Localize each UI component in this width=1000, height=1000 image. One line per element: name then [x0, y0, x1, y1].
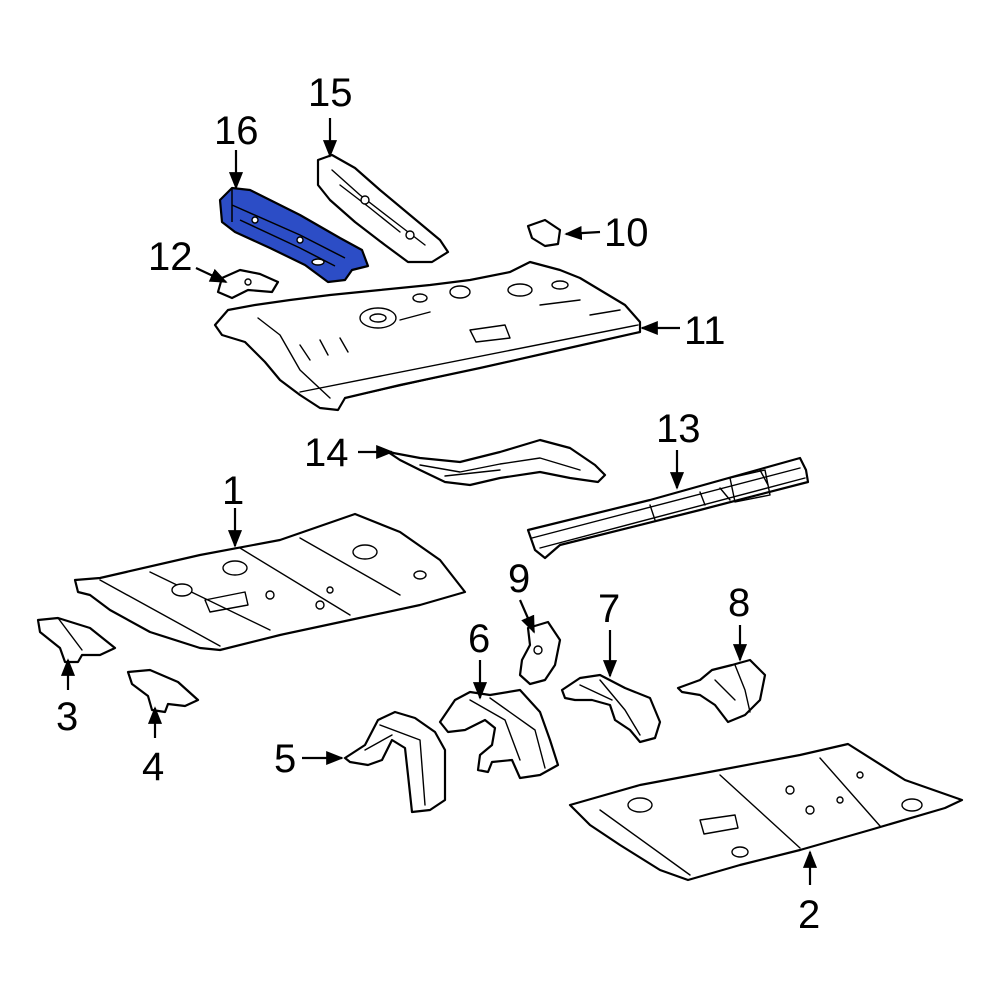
callout-9: 9: [508, 557, 530, 601]
part-5[interactable]: [343, 710, 447, 814]
part-8[interactable]: [676, 658, 767, 724]
callout-11: 11: [684, 309, 726, 353]
part-13[interactable]: [526, 456, 810, 560]
callout-3: 3: [56, 695, 78, 739]
part-10[interactable]: [526, 218, 562, 248]
callout-6: 6: [468, 617, 490, 661]
part-7[interactable]: [560, 673, 662, 744]
part-9[interactable]: [518, 620, 562, 686]
part-4[interactable]: [126, 668, 200, 714]
callout-7: 7: [598, 587, 620, 631]
part-1[interactable]: [73, 512, 467, 652]
callout-5: 5: [274, 737, 296, 781]
part-11[interactable]: [213, 260, 642, 412]
callout-16: 16: [214, 109, 259, 153]
callout-8: 8: [728, 581, 750, 625]
leader-lines: [60, 118, 818, 885]
callout-1: 1: [222, 469, 244, 513]
callout-10: 10: [604, 211, 649, 255]
part-15[interactable]: [316, 153, 450, 264]
part-6[interactable]: [438, 688, 560, 780]
callout-15: 15: [308, 71, 353, 115]
callout-4: 4: [142, 745, 164, 789]
part-12[interactable]: [216, 268, 280, 300]
part-16-highlighted[interactable]: [218, 186, 370, 284]
part-14[interactable]: [386, 438, 607, 487]
callout-13: 13: [656, 407, 701, 451]
callout-14: 14: [304, 431, 349, 475]
callout-12: 12: [148, 235, 193, 279]
part-3[interactable]: [36, 616, 117, 664]
callouts: 1 2 3 4 5 6 7 8 9 10 11 12 13 14 15 16: [56, 71, 820, 937]
part-2[interactable]: [568, 742, 964, 882]
callout-2: 2: [798, 893, 820, 937]
